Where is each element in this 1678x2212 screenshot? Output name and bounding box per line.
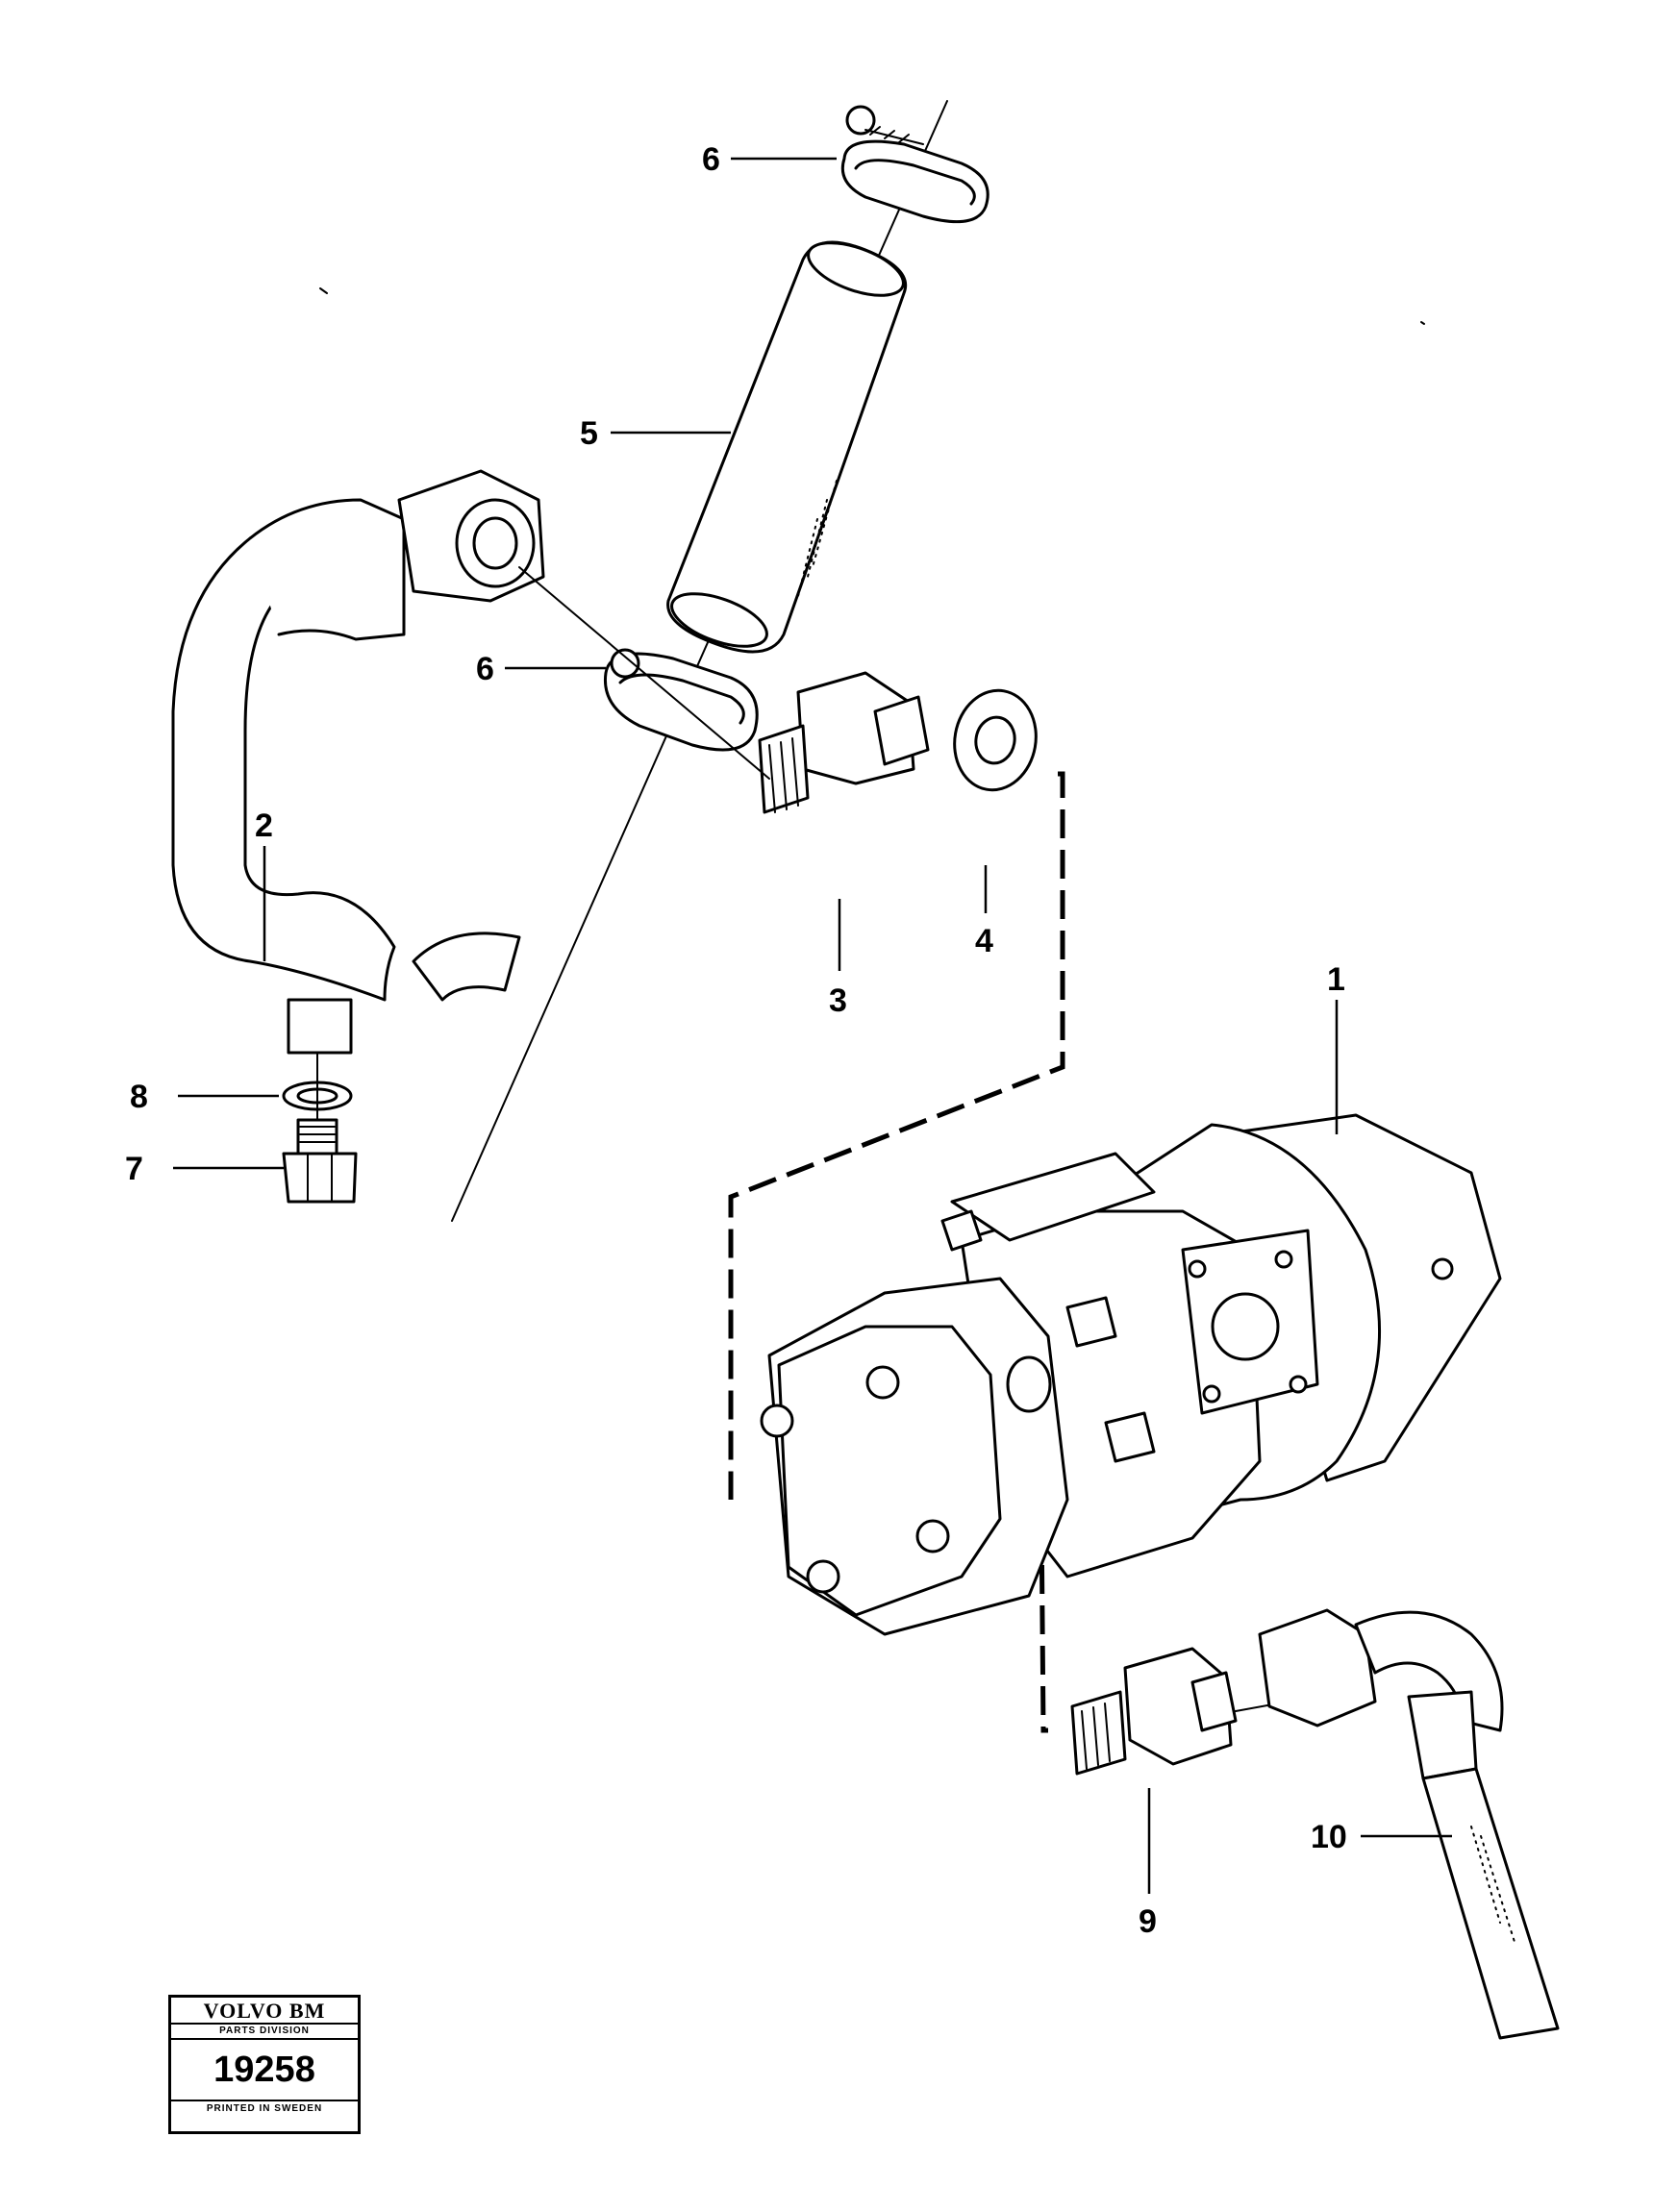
drain-plug	[282, 1118, 358, 1204]
stamp-number: 19258	[171, 2040, 358, 2101]
sealing-washer	[953, 688, 1038, 792]
hose-with-elbow	[1258, 1608, 1560, 2040]
hose-tube	[666, 240, 907, 654]
callout-5: 5	[580, 415, 598, 452]
callout-6-top: 6	[702, 141, 720, 178]
callout-8: 8	[130, 1079, 148, 1115]
assembly-line-pipe-union	[518, 566, 770, 780]
callout-9: 9	[1139, 1903, 1157, 1940]
dashed-assembly-line-top	[728, 771, 1065, 1500]
union-fitting	[758, 671, 930, 814]
union-fitting-lower	[1070, 1647, 1238, 1776]
parts-division-stamp: VOLVO BM PARTS DIVISION 19258 PRINTED IN…	[168, 1995, 361, 2134]
callout-4: 4	[975, 923, 993, 959]
callout-10: 10	[1311, 1819, 1347, 1855]
hydraulic-pump	[760, 1113, 1502, 1636]
stamp-printed: PRINTED IN SWEDEN	[206, 2103, 323, 2114]
stamp-brand: VOLVO BM	[171, 1998, 358, 2025]
stamp-division: PARTS DIVISION	[171, 2025, 358, 2040]
callout-3: 3	[829, 982, 847, 1019]
u-shaped-pipe	[171, 469, 545, 1055]
callout-1: 1	[1327, 961, 1345, 998]
hose-clamp-bottom	[603, 648, 759, 752]
stray-mark	[319, 287, 328, 294]
callout-7: 7	[125, 1151, 143, 1187]
callout-6-bottom: 6	[476, 651, 494, 687]
callout-2: 2	[255, 808, 273, 844]
stray-mark	[1420, 321, 1425, 325]
hose-clamp-top	[840, 105, 989, 224]
